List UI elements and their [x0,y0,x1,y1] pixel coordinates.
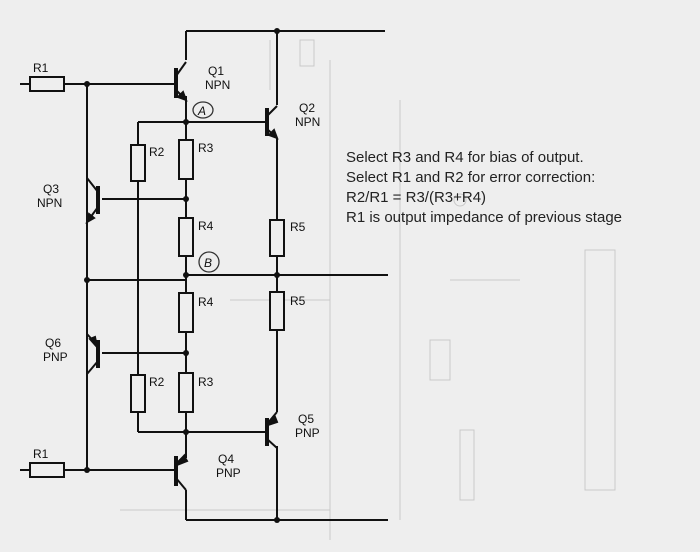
r1-top-label: R1 [33,61,49,75]
q2-name: Q2 [299,101,315,115]
r5-bottom-label: R5 [290,294,306,308]
note-line-4: R1 is output impedance of previous stage [346,209,622,226]
q4-transistor-symbol [173,453,189,491]
r4-top-resistor [178,217,194,257]
r1-bottom-label: R1 [33,447,49,461]
r1-bottom-resistor [29,462,65,478]
q1-transistor-symbol [174,61,188,102]
q3-name: Q3 [43,182,59,196]
q6-type: PNP [43,350,68,364]
r1-top-resistor [29,76,65,92]
r2-top-resistor [130,144,146,182]
design-notes: Select R3 and R4 for bias of output. Sel… [346,148,622,228]
r2-bottom-label: R2 [149,375,165,389]
r3-top-label: R3 [198,141,214,155]
q6-transistor-symbol [86,333,100,375]
r2-top-label: R2 [149,145,165,159]
r3-bottom-resistor [178,372,194,413]
note-line-3: R2/R1 = R3/(R3+R4) [346,189,487,206]
note-line-1: Select R3 and R4 for bias of output. [346,149,584,166]
note-line-2: Select R1 and R2 for error correction: [346,169,596,186]
r4-bottom-resistor [178,292,194,333]
node-b-label: B [204,256,212,270]
node-a-marker [192,101,214,119]
r5-bottom-resistor [269,291,285,331]
q5-type: PNP [295,426,320,440]
q5-name: Q5 [298,412,314,426]
junction-dots [84,28,280,523]
q3-type: NPN [37,196,62,210]
node-a-label: A [197,104,206,118]
q1-type: NPN [205,78,230,92]
q2-transistor-symbol [265,105,279,140]
r3-top-resistor [178,139,194,180]
q1-name: Q1 [208,64,224,78]
r2-bottom-resistor [130,374,146,413]
r4-bottom-label: R4 [198,295,214,309]
r5-top-label: R5 [290,220,306,234]
q4-name: Q4 [218,452,234,466]
background-ghost-traces [120,39,616,540]
q5-transistor-symbol [264,411,279,449]
r4-top-label: R4 [198,219,214,233]
q2-type: NPN [295,115,320,129]
r3-bottom-label: R3 [198,375,214,389]
node-b-marker [198,251,220,273]
q6-name: Q6 [45,336,61,350]
q4-type: PNP [216,466,241,480]
q3-transistor-symbol [85,177,100,225]
r5-top-resistor [269,219,285,257]
